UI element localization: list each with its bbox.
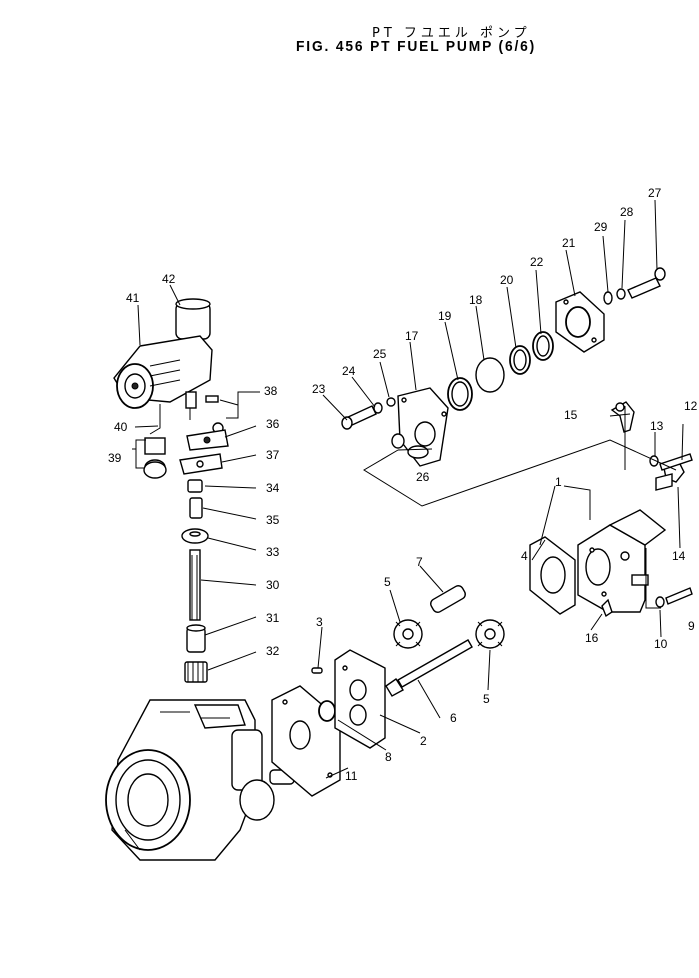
callout-5b: 5	[483, 692, 490, 706]
callout-39: 39	[108, 451, 122, 465]
pump-housing	[105, 699, 295, 861]
callout-29: 29	[594, 220, 608, 234]
callout-35: 35	[266, 513, 280, 527]
callout-1: 1	[555, 475, 562, 489]
drive-parts-column	[143, 395, 229, 683]
callout-15: 15	[564, 408, 578, 422]
callout-36: 36	[266, 417, 280, 431]
callout-11: 11	[345, 769, 358, 783]
callout-22: 22	[530, 255, 544, 269]
callout-19: 19	[438, 309, 452, 323]
callout-30: 30	[266, 578, 280, 592]
gear-pump-parts	[271, 509, 667, 797]
callout-10: 10	[654, 637, 668, 651]
callout-7: 7	[416, 555, 423, 569]
leader-lines	[132, 199, 684, 779]
callout-42: 42	[162, 272, 176, 286]
governor-assembly	[113, 298, 213, 435]
callout-23: 23	[312, 382, 326, 396]
callout-18: 18	[469, 293, 483, 307]
callout-3: 3	[316, 615, 323, 629]
upper-flange-parts	[341, 267, 666, 467]
callout-27: 27	[648, 186, 662, 200]
figure-title: FIG. 456 PT FUEL PUMP (6/6)	[296, 38, 537, 55]
callout-32: 32	[266, 644, 280, 658]
callout-41: 41	[126, 291, 140, 305]
callout-33: 33	[266, 545, 280, 559]
callout-5a: 5	[384, 575, 391, 589]
callout-40: 40	[114, 420, 128, 434]
callout-34: 34	[266, 481, 280, 495]
callout-12: 12	[684, 399, 698, 413]
callout-6: 6	[450, 711, 457, 725]
callout-17: 17	[405, 329, 419, 343]
callout-8: 8	[385, 750, 392, 764]
callout-labels: 1 2 3 4 5 5 6 7 8 9 10 11 12 13 14 15 16…	[108, 186, 698, 783]
callout-26: 26	[416, 470, 430, 484]
callout-21: 21	[562, 236, 576, 250]
figure-title-japanese: PT フユエル ポンプ	[372, 26, 531, 41]
callout-4: 4	[521, 549, 528, 563]
callout-37: 37	[266, 448, 280, 462]
callout-38: 38	[264, 384, 278, 398]
callout-20: 20	[500, 273, 514, 287]
callout-16: 16	[585, 631, 599, 645]
callout-13: 13	[650, 419, 664, 433]
callout-25: 25	[373, 347, 387, 361]
callout-24: 24	[342, 364, 356, 378]
callout-31: 31	[266, 611, 280, 625]
callout-9: 9	[688, 619, 695, 633]
callout-14: 14	[672, 549, 686, 563]
fittings-right	[601, 401, 693, 618]
callout-2: 2	[420, 734, 427, 748]
callout-28: 28	[620, 205, 634, 219]
